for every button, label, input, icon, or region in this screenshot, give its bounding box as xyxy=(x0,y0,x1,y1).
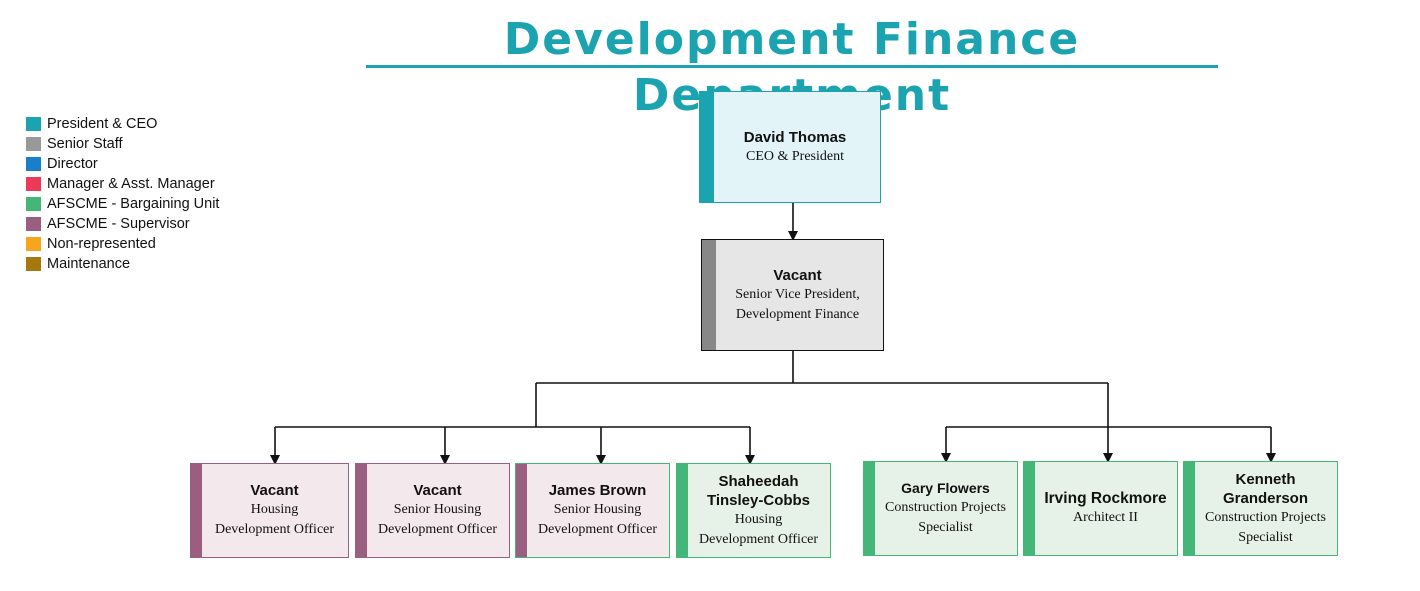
position-title: Construction Projects xyxy=(1205,509,1326,525)
position-title: Development Officer xyxy=(698,531,819,547)
legend-swatch xyxy=(26,177,41,191)
person-name: Kenneth Granderson xyxy=(1222,470,1309,507)
position-title: Senior Vice President, xyxy=(735,286,860,302)
category-bar xyxy=(516,464,527,557)
person-name: Gary Flowers xyxy=(901,480,990,496)
legend-item: AFSCME - Supervisor xyxy=(26,214,219,234)
category-bar xyxy=(356,464,367,557)
legend-item: Non-represented xyxy=(26,234,219,254)
org-box-senior-housing-officer-vacant: Vacant Senior Housing Development Office… xyxy=(355,463,510,558)
position-title: Architect II xyxy=(1073,510,1138,525)
org-box-gary-flowers: Gary Flowers Construction Projects Speci… xyxy=(863,461,1018,556)
category-bar xyxy=(1184,462,1195,555)
legend-swatch xyxy=(26,157,41,171)
legend-label: Director xyxy=(47,156,98,172)
legend-label: Maintenance xyxy=(47,256,131,272)
person-name: Vacant xyxy=(413,482,462,499)
legend-item: President & CEO xyxy=(26,114,219,134)
legend-item: Director xyxy=(26,154,219,174)
position-title: Development Officer xyxy=(537,522,658,537)
category-bar xyxy=(191,464,202,557)
position-title: Development Finance xyxy=(735,306,860,322)
category-bar xyxy=(864,462,875,555)
category-bar xyxy=(677,464,688,557)
person-name: Irving Rockmore xyxy=(1044,490,1167,507)
legend-swatch xyxy=(26,137,41,151)
org-box-irving-rockmore: Irving Rockmore Architect II xyxy=(1023,461,1178,556)
position-title: Development Officer xyxy=(377,522,498,537)
category-bar xyxy=(700,92,714,202)
category-bar xyxy=(1024,462,1035,555)
legend-label: AFSCME - Supervisor xyxy=(47,216,190,232)
legend-swatch xyxy=(26,237,41,251)
legend-swatch xyxy=(26,117,41,131)
legend-item: AFSCME - Bargaining Unit xyxy=(26,194,219,214)
legend-item: Maintenance xyxy=(26,254,219,274)
org-box-ceo: David Thomas CEO & President xyxy=(699,91,881,203)
person-name: Shaheedah Tinsley-Cobbs xyxy=(706,472,811,509)
legend-label: Senior Staff xyxy=(47,136,123,152)
legend-item: Manager & Asst. Manager xyxy=(26,174,219,194)
legend-label: AFSCME - Bargaining Unit xyxy=(47,196,220,212)
org-box-housing-officer-vacant: Vacant Housing Development Officer xyxy=(190,463,349,558)
position-title: Development Officer xyxy=(214,522,335,537)
person-name: Vacant xyxy=(773,266,822,284)
position-title: Housing xyxy=(734,511,783,527)
position-title: Housing xyxy=(250,502,299,517)
legend-swatch xyxy=(26,197,41,211)
position-title: Specialist xyxy=(1238,529,1293,545)
position-title: Specialist xyxy=(918,520,973,535)
person-name: James Brown xyxy=(548,482,647,499)
org-box-james-brown: James Brown Senior Housing Development O… xyxy=(515,463,670,558)
category-bar xyxy=(702,240,716,350)
person-name: Vacant xyxy=(250,482,299,499)
org-box-kenneth-granderson: Kenneth Granderson Construction Projects… xyxy=(1183,461,1338,556)
legend-label: President & CEO xyxy=(47,116,158,132)
position-title: Construction Projects xyxy=(885,500,1006,515)
legend: President & CEO Senior Staff Director Ma… xyxy=(26,114,219,274)
org-box-shaheedah-tinsley-cobbs: Shaheedah Tinsley-Cobbs Housing Developm… xyxy=(676,463,831,558)
position-title: CEO & President xyxy=(746,148,844,164)
org-box-svp: Vacant Senior Vice President, Developmen… xyxy=(701,239,884,351)
position-title: Senior Housing xyxy=(393,502,482,517)
position-title: Senior Housing xyxy=(553,502,642,517)
legend-item: Senior Staff xyxy=(26,134,219,154)
legend-label: Manager & Asst. Manager xyxy=(47,176,215,192)
legend-swatch xyxy=(26,217,41,231)
legend-swatch xyxy=(26,257,41,271)
person-name: David Thomas xyxy=(743,128,847,146)
legend-label: Non-represented xyxy=(47,236,156,252)
